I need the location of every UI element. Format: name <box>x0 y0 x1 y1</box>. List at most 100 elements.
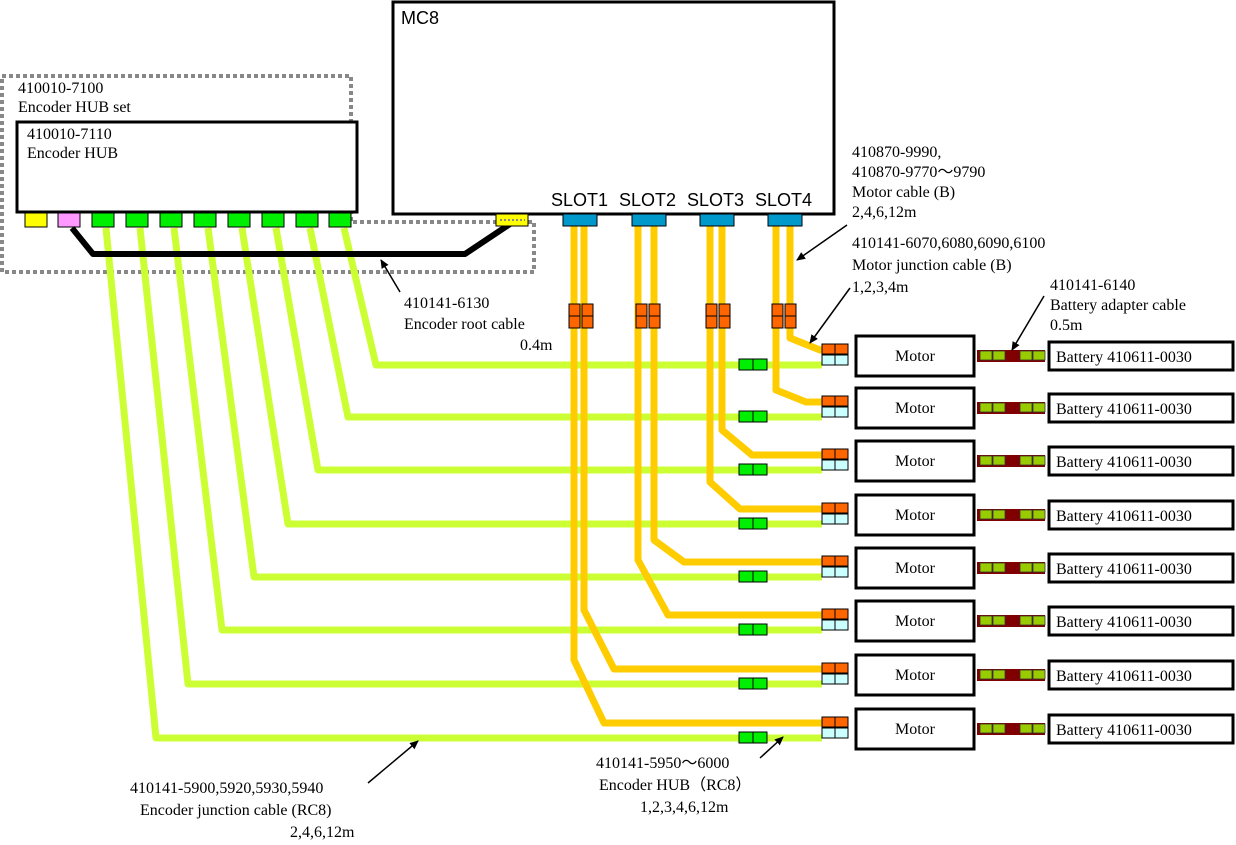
motor-junction-connector <box>581 303 594 317</box>
battery-adapter-connector <box>1019 350 1033 361</box>
motor-junction-connector <box>718 303 731 317</box>
battery-adapter-connector <box>1019 455 1033 466</box>
svg-text:Encoder junction cable (RC8): Encoder junction cable (RC8) <box>140 802 332 819</box>
encoder-junction-cable-8[interactable] <box>102 227 822 742</box>
hub-port-1[interactable] <box>24 212 48 228</box>
mc8-controller[interactable] <box>391 0 836 216</box>
encoder-root-cable[interactable] <box>69 221 512 257</box>
motor-junction-connector <box>648 315 661 329</box>
motor-junction-connector <box>648 303 661 317</box>
motor-cable-1[interactable] <box>786 226 830 354</box>
battery-box[interactable] <box>1047 659 1235 691</box>
battery-box[interactable] <box>1047 713 1235 745</box>
hub-port-5[interactable] <box>159 212 183 228</box>
hub-port-10[interactable] <box>328 212 352 228</box>
battery-adapter-connector <box>992 669 1006 680</box>
motor-box[interactable] <box>854 546 976 590</box>
battery-box[interactable] <box>1047 552 1235 584</box>
slot2-connector[interactable] <box>631 213 667 227</box>
encoder-cables <box>102 227 822 744</box>
battery-adapter-connector <box>979 723 993 734</box>
encoder-hub-rc8-connector <box>752 410 768 423</box>
motor-encoder-connector <box>821 354 836 366</box>
hub-port-7[interactable] <box>227 212 251 228</box>
motor-label: Motor <box>895 348 936 365</box>
motor-cable-6[interactable] <box>634 226 830 619</box>
slot3-connector[interactable] <box>699 213 735 227</box>
battery-adapter-connector <box>1032 615 1046 626</box>
motor-junction-connector <box>581 315 594 329</box>
motor-junction-connector <box>705 315 718 329</box>
svg-text:410141-5950〜6000: 410141-5950〜6000 <box>596 755 729 772</box>
slot3-label: SLOT3 <box>687 190 744 210</box>
battery-adapter-annotation: 410141-6140 Battery adapter cable 0.5m <box>1011 277 1186 351</box>
battery-box[interactable] <box>1047 499 1235 531</box>
svg-text:Motor cable (B): Motor cable (B) <box>852 184 955 201</box>
svg-text:2,4,6,12m: 2,4,6,12m <box>852 204 917 221</box>
motor-box[interactable] <box>854 707 976 751</box>
encoder-junction-cable-6[interactable] <box>170 227 822 634</box>
motor-box[interactable] <box>854 599 976 643</box>
encoder-hub-rc8-connector <box>752 731 768 744</box>
motor-box[interactable] <box>854 386 976 430</box>
motor-junction-connector <box>568 315 581 329</box>
motor-cable-5[interactable] <box>650 226 830 566</box>
motor-junction-connector <box>771 303 784 317</box>
encoder-junction-cable-1[interactable] <box>340 227 822 369</box>
battery-adapter-connector <box>992 350 1006 361</box>
motor-encoder-connector <box>821 566 836 578</box>
hub-port-3[interactable] <box>91 212 115 228</box>
hub-port-2[interactable] <box>57 212 81 228</box>
motor-power-connector <box>834 716 849 728</box>
motor-power-connector <box>821 555 836 567</box>
motor-encoder-connector <box>821 513 836 525</box>
encoder-junction-cable-2[interactable] <box>306 227 822 421</box>
battery-box[interactable] <box>1047 605 1235 637</box>
encoder-junction-cable-7[interactable] <box>136 227 822 688</box>
hub-port-8[interactable] <box>261 212 285 228</box>
hub-port-9[interactable] <box>295 212 319 228</box>
encoder-junction-cable-4[interactable] <box>238 227 822 528</box>
motor-box[interactable] <box>854 334 976 378</box>
motor-cable-8[interactable] <box>570 226 830 727</box>
encoder-hub-rc8-connector <box>738 410 754 423</box>
motor-box[interactable] <box>854 653 976 697</box>
slot4-connector[interactable] <box>767 213 803 227</box>
motor-encoder-connector <box>821 619 836 631</box>
hub-port-4[interactable] <box>125 212 149 228</box>
motor-cables <box>570 226 830 727</box>
battery-adapter-connector <box>992 723 1006 734</box>
motor-encoder-connector <box>834 673 849 685</box>
svg-text:410141-5900,5920,5930,5940: 410141-5900,5920,5930,5940 <box>130 780 323 797</box>
hub-port-6[interactable] <box>193 212 217 228</box>
slot-connectors <box>562 213 803 227</box>
encoder-hub-rc8-connector <box>738 677 754 690</box>
svg-text:0.4m: 0.4m <box>520 337 553 354</box>
encoder-hub-rc8-connector <box>752 677 768 690</box>
motor-power-connector <box>821 502 836 514</box>
motor-junction-connector <box>771 315 784 329</box>
battery-box[interactable] <box>1047 340 1235 372</box>
motor-box[interactable] <box>854 493 976 537</box>
motor-cable-2[interactable] <box>772 226 830 406</box>
battery-adapter-connector <box>992 455 1006 466</box>
motor-cable-4[interactable] <box>706 226 830 513</box>
motor-box[interactable] <box>854 439 976 483</box>
slot1-connector[interactable] <box>562 213 598 227</box>
battery-box[interactable] <box>1047 445 1235 477</box>
svg-text:410870-9770〜9790: 410870-9770〜9790 <box>852 164 985 181</box>
battery-adapter-connector <box>1019 509 1033 520</box>
battery-adapter-connector <box>1019 615 1033 626</box>
hub-name: Encoder HUB <box>27 145 118 162</box>
battery-box[interactable] <box>1047 392 1235 424</box>
motor-cable-7[interactable] <box>580 226 830 673</box>
motor-encoder-connector <box>834 459 849 471</box>
encoder-junction-cable-5[interactable] <box>204 227 822 581</box>
battery-adapter-connector <box>979 455 993 466</box>
encoder-hub[interactable] <box>15 120 359 214</box>
battery-label: Battery 410611-0030 <box>1056 722 1192 739</box>
